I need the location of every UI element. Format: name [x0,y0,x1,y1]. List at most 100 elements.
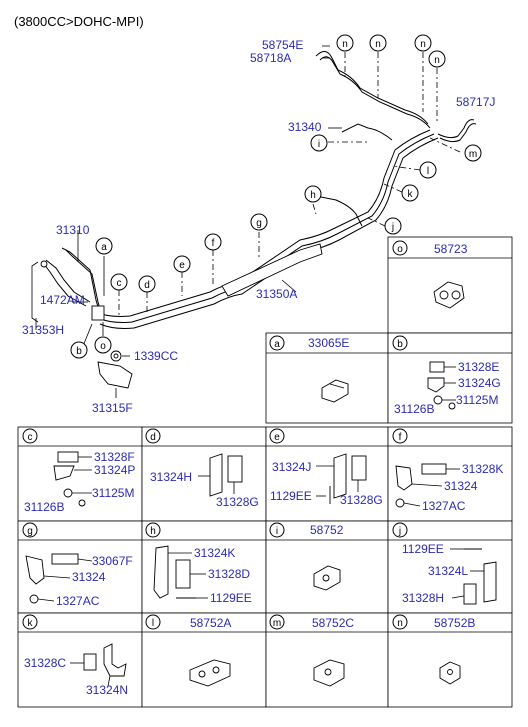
callout-j: j [384,217,402,235]
svg-text:k: k [28,618,34,629]
label-1472AM: 1472AM [40,293,85,307]
label-31353H: 31353H [22,323,64,337]
cell-i: i 58752 [265,520,389,614]
svg-text:c: c [117,278,122,289]
callout-l: l [419,161,437,179]
part-58723-drawing [433,281,465,309]
svg-text:m: m [273,618,281,629]
label-58754E: 58754E [262,38,303,52]
svg-text:n: n [375,39,381,50]
svg-text:31324K: 31324K [194,546,235,560]
svg-text:31324P: 31324P [94,463,135,477]
label-31340: 31340 [288,120,322,134]
cell-h: h 31324K 31328D 1129EE [141,520,267,614]
callout-n-4: n [428,50,446,68]
callout-e: e [173,255,191,273]
svg-text:31125M: 31125M [92,486,134,500]
svg-text:33065E: 33065E [308,336,349,350]
cell-o: o 58723 [387,236,513,334]
svg-text:l: l [427,166,429,177]
label-1339CC: 1339CC [134,349,178,363]
svg-text:31328F: 31328F [94,450,135,464]
svg-text:31328D: 31328D [208,567,250,581]
svg-text:31328C: 31328C [24,656,66,670]
label-58718A: 58718A [250,51,291,65]
svg-text:f: f [212,238,215,249]
main-callouts: n n n n i m l k h j g f a e c d b o [70,34,482,359]
svg-text:31328G: 31328G [340,493,383,507]
callout-i: i [310,134,328,152]
callout-a: a [95,237,113,255]
svg-text:j: j [391,222,394,233]
svg-text:31126B: 31126B [24,500,64,514]
svg-text:31328G: 31328G [216,495,259,509]
svg-text:58752A: 58752A [190,616,231,630]
cell-j: j 1129EE 31324L 31328H [387,520,513,614]
svg-text:31324G: 31324G [458,376,501,390]
cell-k: k 31328C 31324N [17,612,143,708]
svg-text:58752: 58752 [310,523,344,537]
svg-text:58752C: 58752C [312,616,354,630]
svg-text:1327AC: 1327AC [422,499,466,513]
svg-text:j: j [398,526,401,537]
callout-h: h [304,185,322,203]
svg-text:31324: 31324 [444,479,478,493]
svg-text:n: n [420,39,426,50]
callout-n-2: n [369,34,387,52]
detail-grid: o 58723 a 33065E b [17,236,513,708]
label-58717J: 58717J [456,95,495,109]
svg-text:58752B: 58752B [434,616,475,630]
callout-n-1: n [336,34,354,52]
svg-text:m: m [469,149,477,160]
main-part-labels: 58754E 58718A 58717J 31340 31310 1472AM … [22,38,495,415]
callout-g: g [250,213,268,231]
svg-text:31324J: 31324J [272,460,311,474]
callout-b: b [70,341,88,359]
svg-text:31324: 31324 [72,570,106,584]
svg-text:d: d [144,280,150,291]
svg-text:i: i [276,526,278,537]
svg-text:1129EE: 1129EE [270,489,312,503]
label-31310: 31310 [56,223,90,237]
label-31350A: 31350A [256,287,297,301]
svg-text:31324N: 31324N [86,683,128,697]
svg-text:f: f [399,432,402,443]
cell-b: b 31328E 31324G 31125M 31126B [387,332,513,424]
svg-text:b: b [397,339,403,350]
svg-text:n: n [397,618,403,629]
svg-text:e: e [274,432,280,443]
cell-f: f 31328K 31324 1327AC [387,426,513,522]
cell-n: n 58752B [387,612,513,708]
svg-text:g: g [27,526,33,537]
svg-text:31324L: 31324L [428,564,468,578]
cell-d: d 31324H 31328G [141,426,267,522]
fuel-line-assembly-drawing [31,51,477,389]
svg-text:1129EE: 1129EE [402,542,444,556]
callout-k: k [401,184,419,202]
svg-text:n: n [434,55,440,66]
svg-text:o: o [397,244,403,255]
cell-l: l 58752A [141,612,267,708]
part-33065E-drawing [321,379,349,403]
svg-text:d: d [150,432,156,443]
cell-a: a 33065E [265,332,389,424]
callout-m: m [464,144,482,162]
svg-text:31125M: 31125M [456,393,498,407]
svg-text:c: c [28,432,33,443]
cell-e: e 31324J 1129EE 31328G [265,426,389,522]
svg-text:h: h [310,190,316,201]
svg-text:33067F: 33067F [92,554,133,568]
svg-text:1129EE: 1129EE [210,591,252,605]
svg-text:31328K: 31328K [462,462,503,476]
cell-c: c 31328F 31324P 31125M 31126B [17,426,143,522]
svg-text:i: i [318,139,320,150]
svg-text:k: k [408,189,414,200]
cell-g: g 33067F 31324 1327AC [17,520,143,614]
callout-o: o [94,336,112,354]
cell-m: m 58752C [265,612,389,708]
svg-text:l: l [152,618,154,629]
svg-text:1327AC: 1327AC [56,594,100,608]
svg-text:b: b [76,346,82,357]
svg-text:e: e [179,260,185,271]
